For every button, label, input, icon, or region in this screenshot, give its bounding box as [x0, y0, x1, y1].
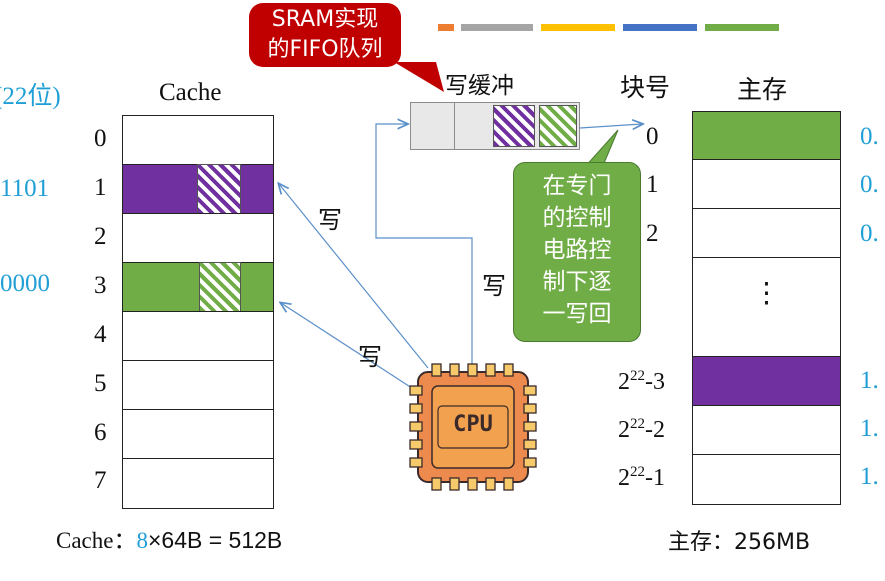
cache-line-number: 1 [94, 174, 107, 201]
cpu-chip-icon [409, 363, 537, 491]
sram-bubble-tail [394, 62, 444, 92]
cache-line-0 [122, 115, 274, 165]
control-circuit-callout: 在专门 的控制 电路控 制下逐 一写回 [513, 162, 641, 342]
address-line1-partial: 1101 [0, 175, 50, 202]
cache-caption-prefix: Cache： [56, 528, 137, 553]
cache-line-number: 5 [94, 370, 107, 397]
main-memory-title: 主存 [737, 75, 788, 104]
memory-block-2pow22-3 [692, 356, 841, 406]
control-callout-line: 的控制 [542, 205, 612, 231]
cache-line-number: 4 [94, 321, 107, 348]
cache-size-caption: Cache：8×64B = 512B [56, 521, 282, 555]
memory-address-partial: 0. [860, 220, 879, 247]
memory-block-1 [692, 159, 841, 209]
write-label-line1: 写 [318, 206, 342, 234]
memory-address-partial: 0. [860, 171, 879, 198]
cache-line-number: 6 [94, 419, 107, 446]
sram-callout-line2: 的FIFO队列 [267, 37, 383, 62]
cache-caption-rest: ×64B = 512B [147, 527, 283, 553]
write-buffer-fifo [410, 102, 580, 150]
cache-line-count: 8 [136, 528, 148, 553]
cache-line-2 [122, 213, 274, 263]
cpu-label: CPU [453, 412, 493, 437]
control-callout-line: 制下逐 [542, 269, 612, 295]
memory-block-ellipsis: ⋮ [692, 257, 841, 357]
cache-line-5 [122, 360, 274, 410]
cache-line-number: 3 [94, 272, 107, 299]
color-legend-bars [438, 24, 779, 31]
memory-ellipsis: ⋮ [752, 278, 781, 309]
memory-address-partial: 1. [860, 415, 879, 442]
write-buffer-title: 写缓冲 [445, 73, 514, 99]
cache-line-number: 2 [94, 223, 107, 250]
address-line3-partial: 0000 [0, 270, 50, 297]
address-bits-header: (22位) [0, 83, 61, 110]
memory-address-partial: 0. [860, 123, 879, 150]
block-number-2pow22-2: 222-2 [618, 416, 665, 443]
write-buffer-slot-purple [493, 105, 535, 147]
memory-block-2 [692, 208, 841, 258]
control-callout-line: 电路控 [542, 237, 612, 263]
cache-line-3-dirty-word [199, 262, 241, 312]
block-number: 1 [646, 171, 659, 198]
cache-line-3 [122, 262, 274, 312]
memory-address-partial: 1. [860, 463, 879, 490]
memory-block-2pow22-2 [692, 405, 841, 455]
memory-address-partial: 1. [860, 367, 879, 394]
write-buffer-divider [454, 103, 455, 149]
control-callout-line: 一写回 [542, 301, 612, 327]
cache-line-6 [122, 409, 274, 459]
cache-line-number: 7 [94, 467, 107, 494]
write-buffer-slot-green [539, 105, 577, 147]
cache-line-4 [122, 311, 274, 361]
memory-block-2pow22-1 [692, 454, 841, 505]
block-number: 2 [646, 220, 659, 247]
cache-line-1-dirty-word [197, 164, 241, 214]
sram-callout-line1: SRAM实现 [271, 7, 379, 32]
block-number-header: 块号 [620, 73, 671, 102]
write-arrows [279, 124, 642, 393]
cache-title: Cache [159, 79, 222, 106]
write-label-line3: 写 [358, 343, 382, 371]
cache-line-7 [122, 458, 274, 509]
control-callout-line: 在专门 [542, 173, 612, 199]
block-number: 0 [646, 123, 659, 150]
block-number-2pow22-1: 222-1 [618, 464, 665, 491]
write-label-buffer: 写 [482, 272, 506, 300]
memory-block-0 [692, 111, 841, 160]
cache-line-1 [122, 164, 274, 214]
sram-fifo-callout: SRAM实现 的FIFO队列 [249, 3, 401, 67]
main-memory-size-caption: 主存：256MB [668, 530, 811, 555]
block-number-2pow22-3: 222-3 [618, 368, 665, 395]
cache-line-number: 0 [94, 125, 107, 152]
